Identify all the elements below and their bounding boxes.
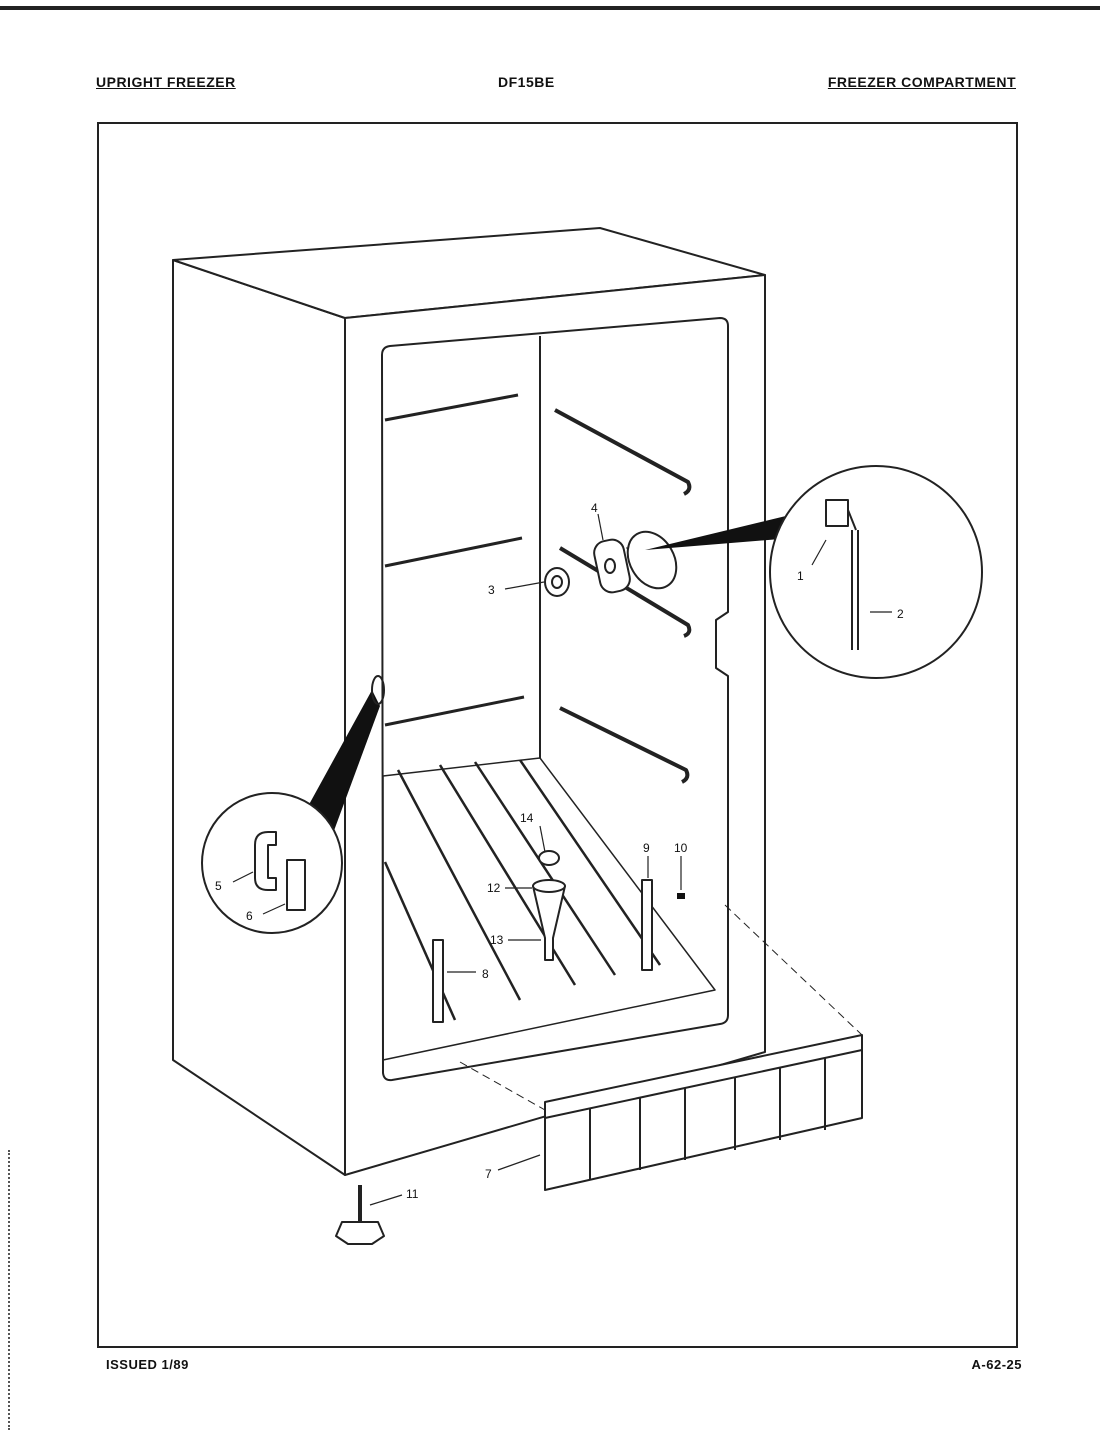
thermostat-switch-detail (825, 499, 859, 650)
callout-9: 9 (643, 841, 650, 855)
drain-plug (538, 850, 560, 866)
liner-opening (381, 317, 729, 1082)
magnify-pointer-right (645, 515, 792, 550)
callout-1: 1 (797, 569, 804, 583)
liner-floor (382, 757, 716, 1061)
callout-6: 6 (246, 909, 253, 923)
door-stop (286, 859, 306, 911)
top-border-line (0, 6, 1100, 10)
magnified-view-door-stop (201, 792, 343, 934)
header-section-title: FREEZER COMPARTMENT (827, 74, 1016, 90)
toe-grille (544, 1034, 863, 1191)
right-shelf-rails (554, 408, 692, 784)
thermostat-knob (544, 567, 570, 597)
scan-edge-mark (8, 1150, 12, 1430)
callout-12: 12 (487, 881, 501, 895)
callout-14: 14 (520, 811, 534, 825)
callout-3: 3 (488, 583, 495, 597)
callout-10: 10 (674, 841, 688, 855)
page-reference: A-62-25 (971, 1357, 1022, 1372)
callout-4: 4 (591, 501, 598, 515)
diagram-frame (97, 122, 1018, 1348)
shelf-retainer-right (641, 879, 653, 971)
door-stop-slot (371, 675, 385, 705)
drain-funnel-rim (532, 879, 566, 893)
header-product-type: UPRIGHT FREEZER (96, 74, 236, 90)
callout-11: 11 (406, 1187, 419, 1201)
callout-7: 7 (485, 1167, 492, 1181)
leader-lines (232, 513, 892, 1206)
shelf-retainer-left (432, 939, 444, 1023)
bottom-wire-rack (383, 759, 662, 1021)
callout-8: 8 (482, 967, 489, 981)
thermostat-housing (593, 538, 631, 594)
callout-5: 5 (215, 879, 222, 893)
retainer-screw (677, 893, 685, 899)
magnified-view-thermostat (769, 465, 983, 679)
callout-13: 13 (490, 933, 504, 947)
callout-2: 2 (897, 607, 904, 621)
left-shelf-rails (384, 393, 525, 727)
header-model-number: DF15BE (498, 74, 555, 90)
issue-date: ISSUED 1/89 (106, 1357, 189, 1372)
leveling-leg (335, 1185, 385, 1245)
door-stop-clip (254, 831, 277, 891)
cabinet-front-frame (344, 274, 766, 1176)
cabinet-side-panel (172, 259, 346, 1176)
